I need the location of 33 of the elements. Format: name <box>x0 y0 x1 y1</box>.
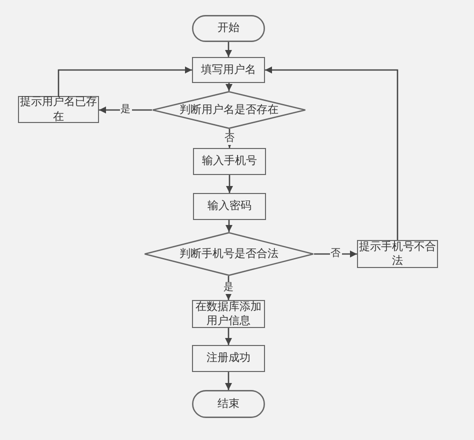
node-text: 判断用户名是否存在 <box>178 102 280 118</box>
edge-label: 否 <box>224 132 236 144</box>
node-text: 输入手机号 <box>201 154 258 169</box>
node-text: 注册成功 <box>206 351 252 366</box>
arrow <box>226 83 232 91</box>
node-text: 开始 <box>216 21 240 36</box>
arrow <box>265 66 398 240</box>
node-text: 提示手机号不合法 <box>358 240 437 268</box>
process-box <box>192 57 265 83</box>
node-text: 在数据库添加用户信息 <box>194 300 262 328</box>
arrow <box>225 372 232 390</box>
arrow <box>225 328 232 345</box>
terminator-shape <box>192 390 265 418</box>
node-text: 输入密码 <box>206 199 252 214</box>
arrow <box>226 175 233 193</box>
decision-diamond <box>144 232 314 276</box>
process-box <box>192 345 265 372</box>
arrow <box>99 106 152 114</box>
arrow <box>225 42 232 57</box>
arrow <box>226 220 232 232</box>
process-box <box>193 193 266 220</box>
decision-diamond <box>152 91 306 129</box>
node-text: 提示用户名已存在 <box>19 95 98 124</box>
terminator-shape <box>192 15 265 42</box>
edge-label: 否 <box>330 248 342 260</box>
edge-label: 是 <box>222 282 234 294</box>
arrow <box>58 66 192 96</box>
arrow <box>314 250 357 258</box>
node-text: 判断手机号是否合法 <box>178 246 280 262</box>
edge-label: 是 <box>120 104 132 116</box>
node-text: 填写用户名 <box>200 62 257 78</box>
node-text: 结束 <box>216 396 240 412</box>
process-box <box>193 148 266 175</box>
